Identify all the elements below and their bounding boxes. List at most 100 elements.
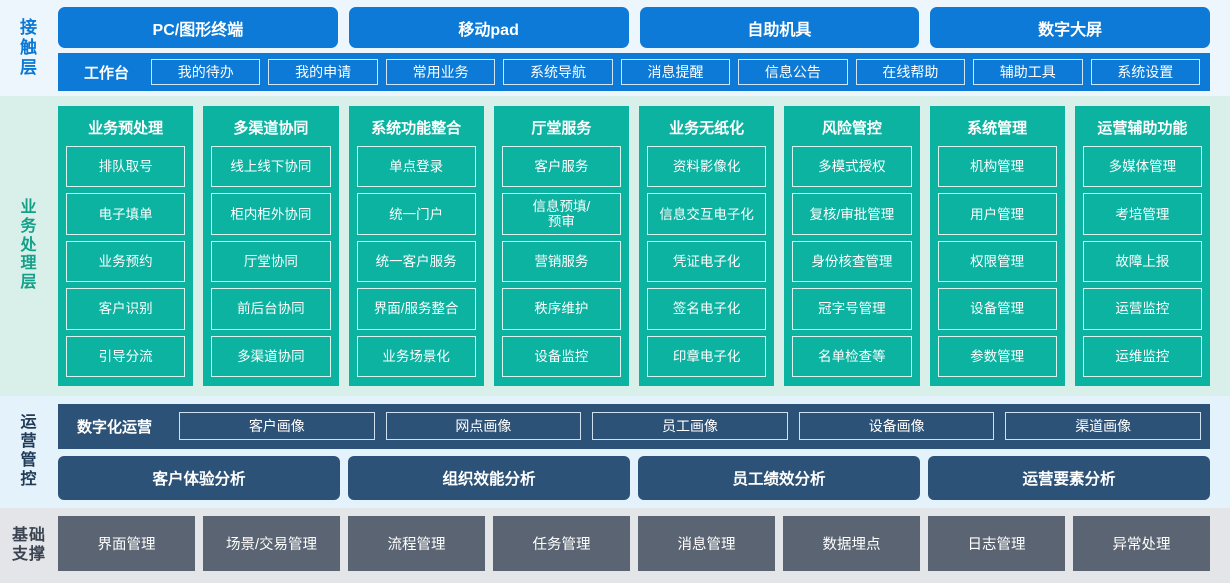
channel-card-3[interactable]: 数字大屏 bbox=[930, 7, 1210, 48]
portrait-chip-1[interactable]: 网点画像 bbox=[385, 412, 582, 441]
business-item-5-4[interactable]: 名单检查等 bbox=[792, 335, 912, 378]
business-item-1-1[interactable]: 柜内柜外协同 bbox=[211, 193, 331, 235]
portrait-chip-2[interactable]: 员工画像 bbox=[592, 412, 788, 441]
business-layer: 业务处理层 业务预处理排队取号电子填单业务预约客户识别引导分流多渠道协同线上线下… bbox=[0, 96, 1230, 396]
portrait-chip-0[interactable]: 客户画像 bbox=[179, 412, 375, 441]
foundation-card-0[interactable]: 界面管理 bbox=[58, 516, 195, 571]
business-item-2-1[interactable]: 统一门户 bbox=[356, 193, 476, 235]
business-item-7-3[interactable]: 运营监控 bbox=[1082, 288, 1202, 330]
foundation-card-6[interactable]: 日志管理 bbox=[928, 516, 1065, 571]
business-column-title-5: 风险管控 bbox=[821, 120, 882, 137]
business-column-2: 系统功能整合单点登录统一门户统一客户服务界面/服务整合业务场景化 bbox=[348, 106, 484, 386]
channel-card-1[interactable]: 移动pad bbox=[348, 7, 629, 48]
analysis-card-2[interactable]: 员工绩效分析 bbox=[638, 455, 920, 500]
operations-layer-body: 数字化运营 客户画像网点画像员工画像设备画像渠道画像 客户体验分析组织效能分析员… bbox=[58, 396, 1230, 508]
business-item-1-0[interactable]: 线上线下协同 bbox=[211, 146, 331, 188]
foundation-card-1[interactable]: 场景/交易管理 bbox=[203, 516, 340, 571]
analysis-card-row: 客户体验分析组织效能分析员工绩效分析运营要素分析 bbox=[58, 455, 1210, 500]
business-item-3-3[interactable]: 秩序维护 bbox=[501, 288, 621, 330]
foundation-card-5[interactable]: 数据埋点 bbox=[783, 516, 920, 571]
business-item-2-2[interactable]: 统一客户服务 bbox=[356, 240, 476, 283]
quick-chip-7[interactable]: 辅助工具 bbox=[973, 59, 1083, 85]
operations-layer: 运营管控 数字化运营 客户画像网点画像员工画像设备画像渠道画像 客户体验分析组织… bbox=[0, 396, 1230, 508]
business-item-3-1[interactable]: 信息预填/ 预审 bbox=[501, 193, 621, 235]
business-column-4: 业务无纸化资料影像化信息交互电子化凭证电子化签名电子化印章电子化 bbox=[639, 106, 775, 386]
portrait-chip-row: 客户画像网点画像员工画像设备画像渠道画像 bbox=[179, 412, 1201, 441]
foundation-card-3[interactable]: 任务管理 bbox=[493, 516, 630, 571]
business-column-0: 业务预处理排队取号电子填单业务预约客户识别引导分流 bbox=[58, 106, 194, 386]
quick-chip-2[interactable]: 常用业务 bbox=[385, 59, 496, 85]
business-item-4-4[interactable]: 印章电子化 bbox=[647, 335, 767, 378]
contact-layer-label: 接触层 bbox=[0, 0, 58, 96]
workbench-quick-bar: 工作台 我的待办我的申请常用业务系统导航消息提醒信息公告在线帮助辅助工具系统设置 bbox=[58, 53, 1210, 91]
quick-chip-5[interactable]: 信息公告 bbox=[738, 59, 848, 85]
quick-chip-3[interactable]: 系统导航 bbox=[503, 59, 613, 85]
business-item-0-1[interactable]: 电子填单 bbox=[66, 193, 186, 235]
business-item-7-2[interactable]: 故障上报 bbox=[1082, 240, 1202, 283]
analysis-card-1[interactable]: 组织效能分析 bbox=[348, 455, 630, 500]
business-item-7-4[interactable]: 运维监控 bbox=[1082, 335, 1202, 378]
quick-chip-row: 我的待办我的申请常用业务系统导航消息提醒信息公告在线帮助辅助工具系统设置 bbox=[151, 59, 1200, 85]
business-item-4-2[interactable]: 凭证电子化 bbox=[647, 240, 767, 283]
business-item-2-4[interactable]: 业务场景化 bbox=[356, 335, 476, 378]
foundation-card-7[interactable]: 异常处理 bbox=[1073, 516, 1210, 571]
business-item-list-2: 单点登录统一门户统一客户服务界面/服务整合业务场景化 bbox=[356, 146, 476, 378]
channel-card-2[interactable]: 自助机具 bbox=[639, 7, 920, 48]
channel-card-0[interactable]: PC/图形终端 bbox=[58, 7, 338, 48]
business-item-1-4[interactable]: 多渠道协同 bbox=[211, 335, 331, 378]
business-column-row: 业务预处理排队取号电子填单业务预约客户识别引导分流多渠道协同线上线下协同柜内柜外… bbox=[58, 106, 1210, 386]
business-item-2-3[interactable]: 界面/服务整合 bbox=[356, 288, 476, 330]
contact-layer-label-text: 接触层 bbox=[20, 17, 38, 78]
business-item-6-3[interactable]: 设备管理 bbox=[937, 288, 1057, 330]
business-item-1-3[interactable]: 前后台协同 bbox=[211, 288, 331, 330]
business-item-4-1[interactable]: 信息交互电子化 bbox=[647, 193, 767, 235]
foundation-layer-label: 基础支撑 bbox=[0, 508, 58, 583]
analysis-card-0[interactable]: 客户体验分析 bbox=[58, 455, 340, 500]
business-column-6: 系统管理机构管理用户管理权限管理设备管理参数管理 bbox=[929, 106, 1065, 386]
portrait-chip-3[interactable]: 设备画像 bbox=[798, 412, 995, 441]
quick-chip-0[interactable]: 我的待办 bbox=[151, 59, 261, 85]
business-item-0-2[interactable]: 业务预约 bbox=[66, 240, 186, 283]
business-item-3-0[interactable]: 客户服务 bbox=[501, 146, 621, 188]
business-item-6-0[interactable]: 机构管理 bbox=[937, 146, 1057, 188]
business-item-3-2[interactable]: 营销服务 bbox=[501, 240, 621, 283]
business-item-5-1[interactable]: 复核/审批管理 bbox=[792, 193, 912, 235]
business-column-7: 运营辅助功能多媒体管理考培管理故障上报运营监控运维监控 bbox=[1074, 106, 1210, 386]
foundation-card-row: 界面管理场景/交易管理流程管理任务管理消息管理数据埋点日志管理异常处理 bbox=[58, 516, 1210, 571]
business-item-4-3[interactable]: 签名电子化 bbox=[647, 288, 767, 330]
business-item-1-2[interactable]: 厅堂协同 bbox=[211, 240, 331, 283]
business-item-3-4[interactable]: 设备监控 bbox=[501, 335, 621, 378]
business-item-list-5: 多模式授权复核/审批管理身份核查管理冠字号管理名单检查等 bbox=[792, 146, 912, 378]
business-item-5-0[interactable]: 多模式授权 bbox=[792, 146, 912, 188]
business-item-6-2[interactable]: 权限管理 bbox=[937, 240, 1057, 283]
quick-chip-6[interactable]: 在线帮助 bbox=[855, 59, 966, 85]
business-item-6-4[interactable]: 参数管理 bbox=[937, 335, 1057, 378]
foundation-card-4[interactable]: 消息管理 bbox=[638, 516, 775, 571]
business-item-7-1[interactable]: 考培管理 bbox=[1082, 193, 1202, 235]
business-item-7-0[interactable]: 多媒体管理 bbox=[1082, 146, 1202, 188]
business-column-1: 多渠道协同线上线下协同柜内柜外协同厅堂协同前后台协同多渠道协同 bbox=[203, 106, 339, 386]
business-item-list-6: 机构管理用户管理权限管理设备管理参数管理 bbox=[937, 146, 1057, 378]
business-item-2-0[interactable]: 单点登录 bbox=[356, 146, 476, 188]
quick-chip-8[interactable]: 系统设置 bbox=[1090, 59, 1200, 85]
foundation-card-2[interactable]: 流程管理 bbox=[348, 516, 485, 571]
business-column-title-0: 业务预处理 bbox=[88, 120, 164, 137]
quick-chip-1[interactable]: 我的申请 bbox=[268, 59, 378, 85]
business-item-4-0[interactable]: 资料影像化 bbox=[647, 146, 767, 188]
business-item-0-3[interactable]: 客户识别 bbox=[66, 288, 186, 330]
business-item-5-2[interactable]: 身份核查管理 bbox=[792, 240, 912, 283]
analysis-card-3[interactable]: 运营要素分析 bbox=[928, 455, 1210, 500]
business-item-0-4[interactable]: 引导分流 bbox=[66, 335, 186, 378]
quick-chip-4[interactable]: 消息提醒 bbox=[620, 59, 731, 85]
foundation-layer: 基础支撑 界面管理场景/交易管理流程管理任务管理消息管理数据埋点日志管理异常处理 bbox=[0, 508, 1230, 583]
portrait-chip-4[interactable]: 渠道画像 bbox=[1005, 412, 1201, 441]
business-item-list-1: 线上线下协同柜内柜外协同厅堂协同前后台协同多渠道协同 bbox=[211, 146, 331, 378]
business-column-title-1: 多渠道协同 bbox=[233, 120, 309, 137]
business-item-5-3[interactable]: 冠字号管理 bbox=[792, 288, 912, 330]
business-item-0-0[interactable]: 排队取号 bbox=[66, 146, 186, 188]
business-item-6-1[interactable]: 用户管理 bbox=[937, 193, 1057, 235]
